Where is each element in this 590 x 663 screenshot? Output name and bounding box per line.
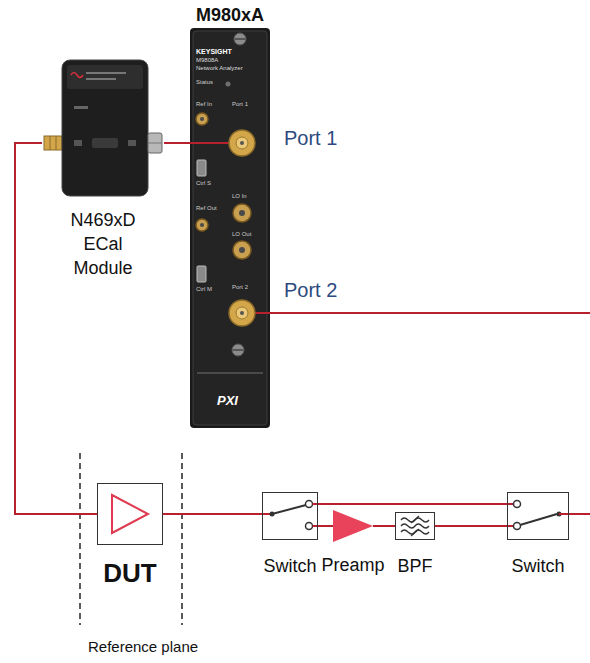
port-label: Port 1 (284, 126, 337, 150)
instrument-face (193, 31, 267, 425)
panel-label: Ctrl M (196, 286, 212, 293)
connector-group (15, 143, 507, 526)
port2-connector (229, 300, 255, 326)
status-led (226, 82, 231, 87)
filter-wave (401, 524, 429, 528)
signal-wire (435, 525, 507, 527)
connector-rib (50, 136, 51, 150)
preamp-triangle: Preamp (333, 510, 373, 542)
connector-inner (236, 307, 248, 319)
switch-box: Switch (262, 492, 318, 540)
lo-out-connector (233, 241, 251, 259)
connector-rib (56, 136, 57, 150)
panel-screw (234, 33, 246, 45)
panel-label: LO In (232, 193, 247, 200)
signal-wire (164, 142, 186, 144)
screw-slot (235, 38, 245, 40)
panel-label: Port 1 (232, 101, 248, 108)
reference-plane-line (181, 453, 183, 625)
bpf-label: BPF (397, 555, 432, 577)
connector-rib (148, 143, 162, 144)
signal-wire (318, 525, 333, 527)
connector-inner (236, 137, 248, 149)
panel-label: LO Out (232, 231, 251, 238)
port-label: Port 2 (284, 278, 337, 302)
ecal-indicator (128, 140, 136, 146)
signal-wire (373, 525, 395, 527)
brand-label: KEYSIGHT (196, 48, 232, 56)
lo-in-connector (233, 204, 251, 222)
preamp-label: Preamp (321, 554, 384, 576)
panel-screw (232, 344, 244, 356)
usb-ctrl-m (197, 266, 206, 282)
switch-lever (520, 514, 557, 525)
ecal-print (74, 106, 88, 109)
connector-pin (240, 311, 244, 315)
switch-lever (272, 505, 306, 514)
switch-contact (306, 523, 313, 530)
ecal-print (86, 78, 116, 80)
filter-slash (411, 529, 419, 536)
instrument-module: M980xA (186, 4, 274, 430)
usb-ctrl-s (197, 160, 206, 176)
reference-plane-label: Reference plane (88, 638, 198, 656)
bpf-box: BPF (395, 512, 435, 540)
reference-plane-line (79, 453, 81, 625)
connector-pin (240, 141, 244, 145)
switch-box: Switch (507, 492, 569, 540)
connector-pin (200, 117, 204, 121)
switch-contact (514, 523, 521, 530)
switch-label: Switch (263, 555, 316, 577)
connector-pin (239, 210, 245, 216)
ecal-port-b (148, 133, 162, 153)
dut-box: DUT (97, 483, 163, 545)
module-label: N469xD ECal Module (61, 208, 145, 280)
panel-groove (197, 372, 263, 374)
ecal-module: N469xD ECal Module (42, 58, 164, 198)
output-wire (559, 513, 590, 515)
port2-wire (252, 312, 590, 314)
ecal-indicator (74, 140, 82, 146)
triangle-outline (333, 510, 373, 542)
module-title: M980xA (186, 4, 274, 26)
ecal-logo (71, 73, 83, 78)
switch-contact (514, 501, 521, 508)
ecal-body (62, 60, 148, 196)
port1-connector (229, 130, 255, 156)
switch-contact (306, 501, 313, 508)
amplifier-symbol (112, 495, 148, 533)
panel-label: Status (196, 79, 213, 86)
panel-label: Ref In (196, 101, 212, 108)
switch-wire (262, 513, 270, 515)
pxi-logo: PXI (217, 393, 238, 409)
model-label: M9808A (196, 57, 218, 64)
port1-wire (186, 142, 232, 144)
preamp-symbol (333, 510, 373, 542)
signal-wire (15, 143, 97, 514)
ecal-label-plate (92, 138, 118, 148)
signal-wire (318, 503, 507, 505)
panel-label: Network Analyzer (196, 65, 243, 72)
connector-pin (200, 223, 204, 227)
ecal-top-face (67, 65, 143, 89)
ref-in-connector (196, 113, 208, 125)
signal-wire (163, 513, 262, 515)
instrument-panel (190, 28, 270, 428)
panel-label: Port 2 (232, 284, 248, 291)
switch-label: Switch (511, 555, 564, 577)
ref-out-connector (196, 219, 208, 231)
ecal-print (86, 72, 126, 74)
screw-slot (233, 349, 243, 351)
dut-label: DUT (103, 558, 156, 589)
ecal-port-a (44, 136, 62, 150)
connector-pin (239, 247, 245, 253)
filter-slash (411, 516, 419, 523)
panel-label: Ctrl S (196, 180, 211, 187)
panel-label: Ref Out (196, 205, 217, 212)
